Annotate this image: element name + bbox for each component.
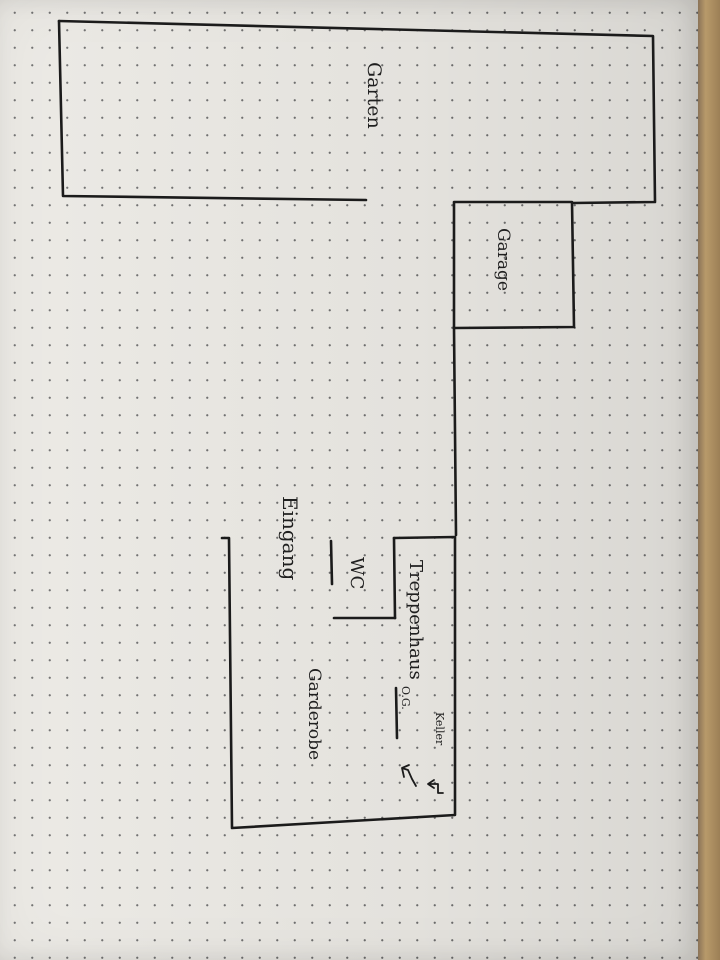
label-wc: WC bbox=[346, 557, 367, 589]
label-treppenhaus: Treppenhaus bbox=[405, 560, 426, 680]
garden-outline bbox=[57, 19, 657, 205]
paper-shading bbox=[0, 0, 698, 960]
entrance-outer-wall bbox=[220, 535, 457, 830]
return-arrow-icon bbox=[427, 779, 444, 794]
house-long-wall bbox=[452, 326, 458, 537]
dotted-paper-sheet bbox=[0, 0, 698, 960]
label-garderobe: Garderobe bbox=[304, 668, 324, 760]
garden-left-wall bbox=[57, 19, 368, 202]
garage-walls bbox=[452, 200, 576, 330]
return-arrow-icon bbox=[401, 764, 417, 787]
label-og: O.G. bbox=[399, 686, 412, 710]
label-garten: Garten bbox=[363, 62, 385, 129]
label-garage: Garage bbox=[493, 228, 513, 291]
garden-outer-wall bbox=[57, 19, 657, 205]
label-eingang: Eingang bbox=[278, 496, 302, 580]
garage-outline bbox=[452, 200, 576, 330]
entrance-block bbox=[220, 535, 457, 830]
label-keller: Keller bbox=[433, 712, 446, 746]
wc-stairs-divider-wall bbox=[392, 536, 397, 620]
stair-separator-wall bbox=[394, 686, 399, 740]
wc-wall-stub-top bbox=[329, 539, 334, 586]
table-edge bbox=[698, 0, 720, 960]
